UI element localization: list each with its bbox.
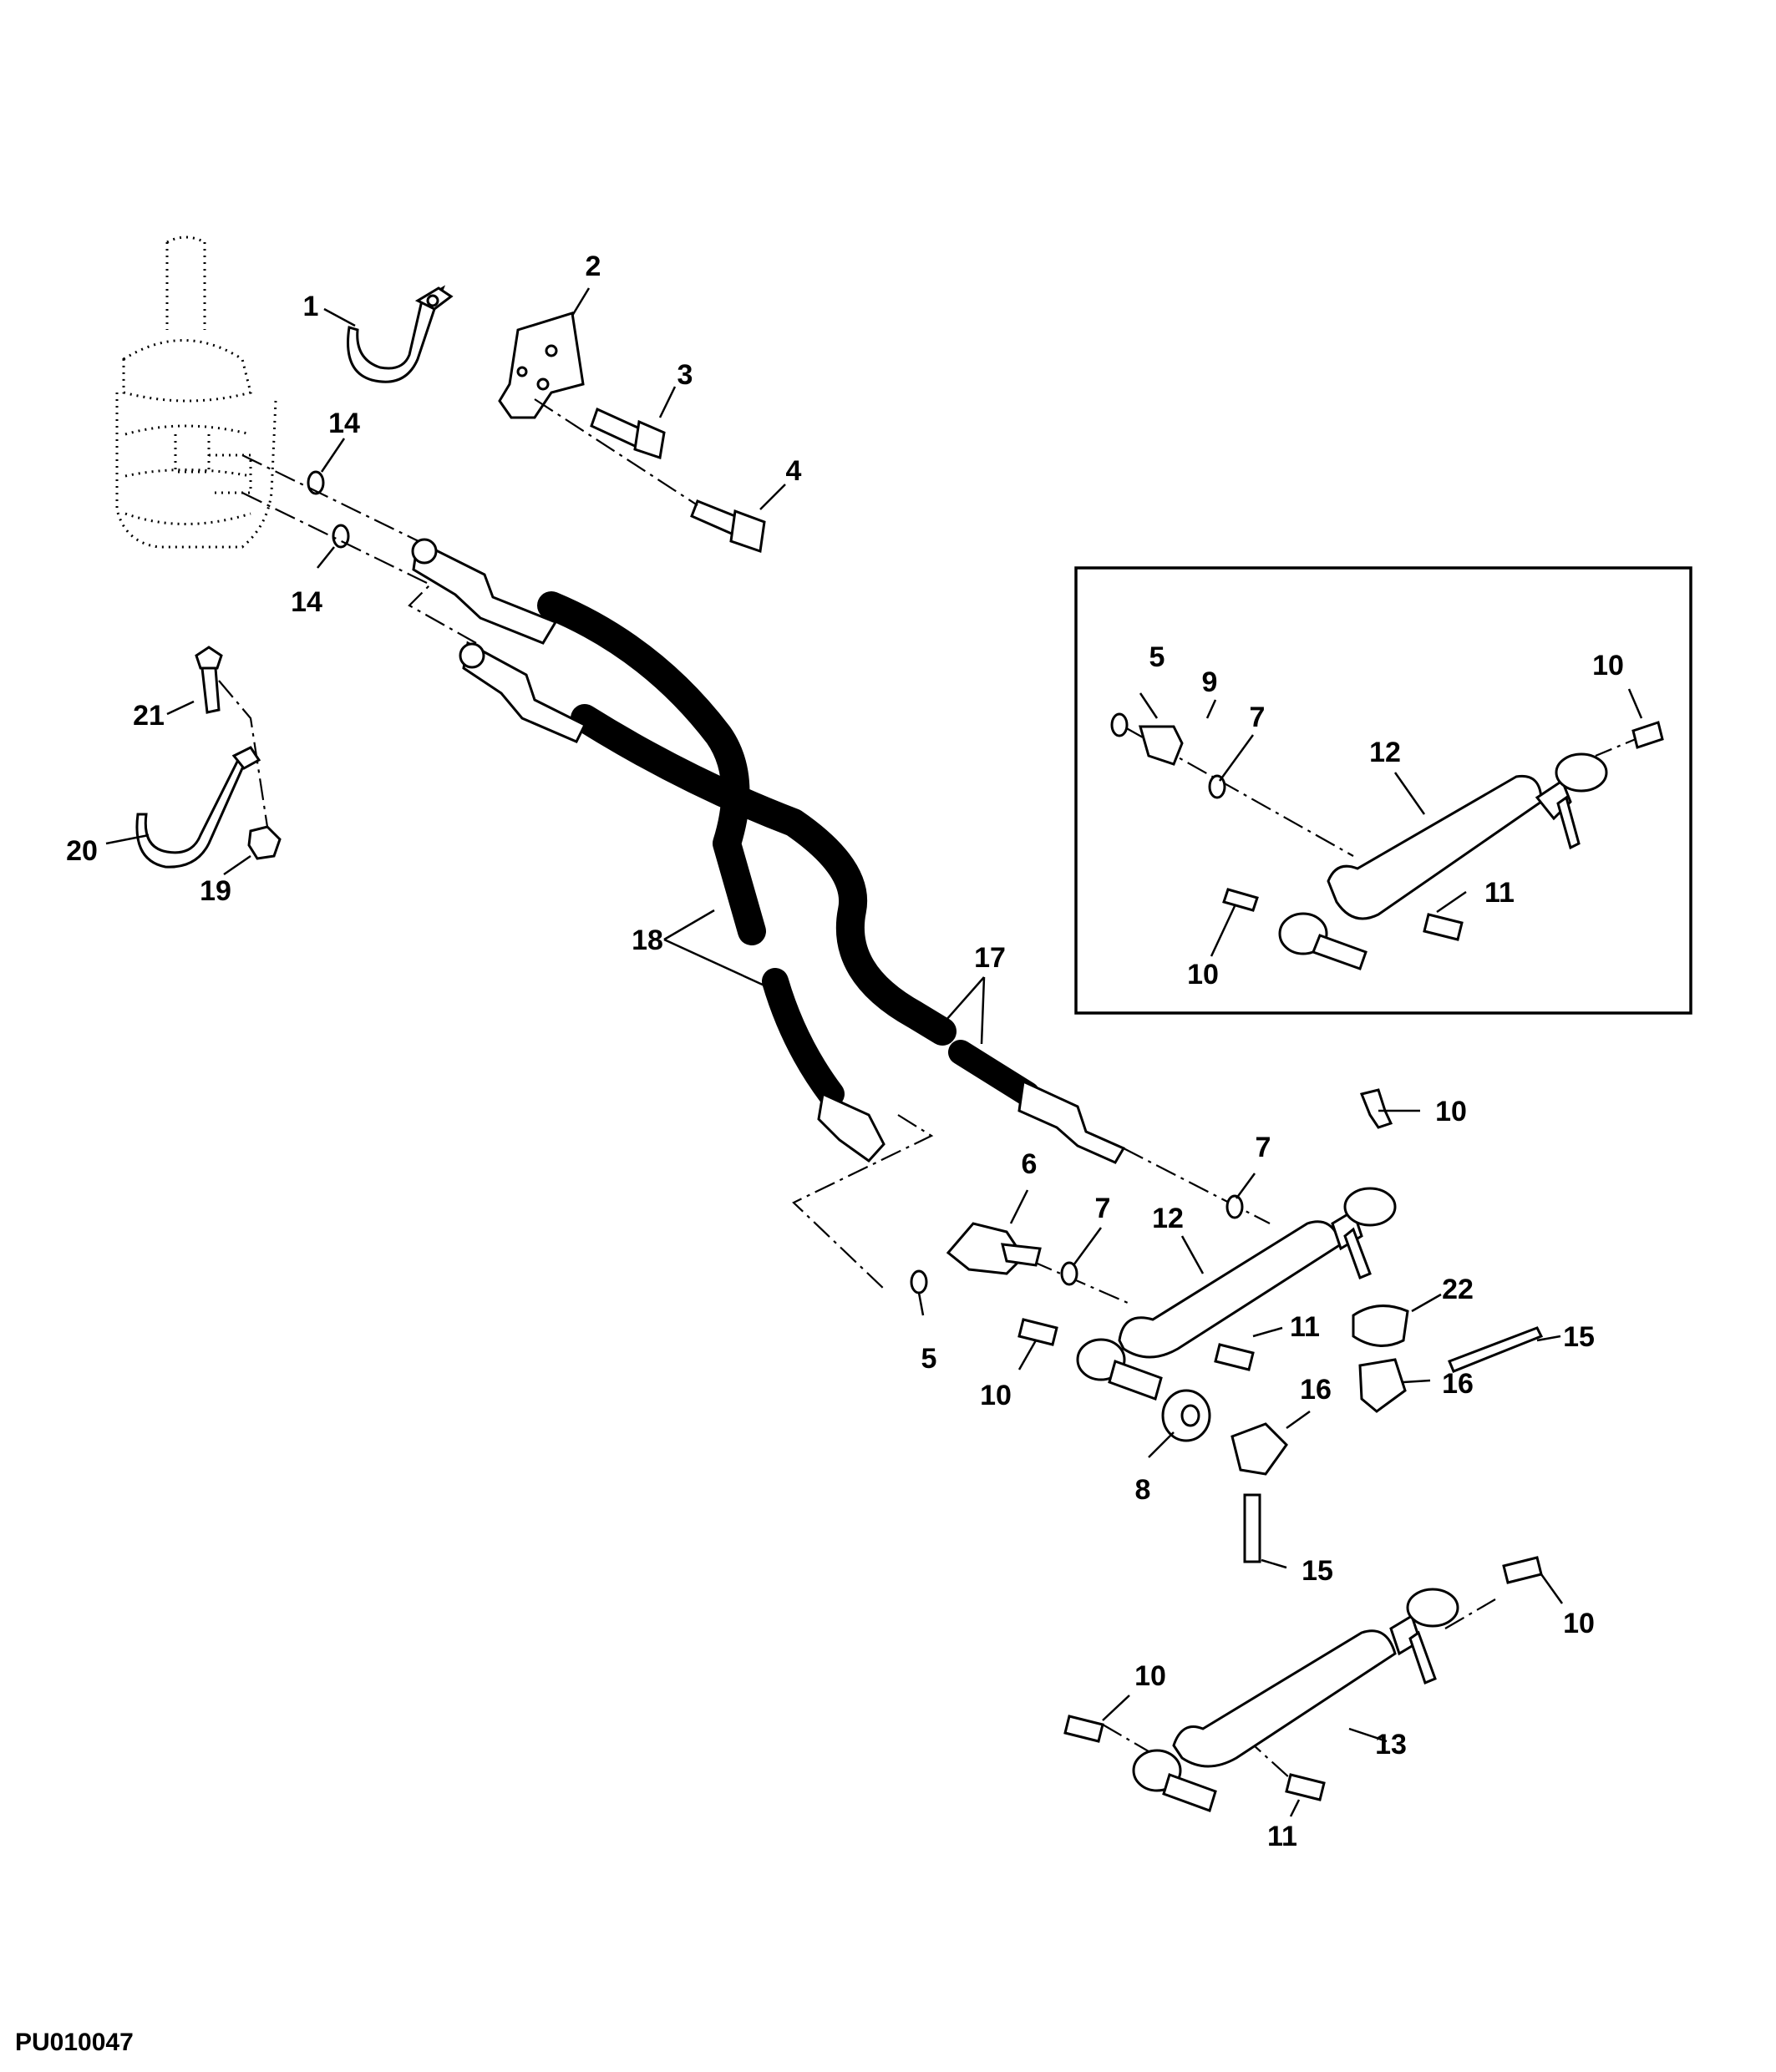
leader-lines — [105, 287, 1643, 1817]
callout-11-main: 11 — [1290, 1311, 1320, 1343]
callout-12: 12 — [1152, 1203, 1184, 1234]
part-4-bolt — [690, 499, 766, 554]
callout-7-left: 7 — [1095, 1193, 1111, 1224]
callout-10-top: 10 — [1435, 1096, 1467, 1127]
callouts: 1 2 3 4 14 14 21 20 19 18 17 5 9 7 10 12… — [66, 251, 1624, 1852]
inset-callout-7: 7 — [1250, 702, 1266, 733]
part-19-nut — [247, 825, 282, 860]
part-12-cylinder — [792, 1114, 1397, 1401]
part-6-elbow-fitting — [946, 1222, 1042, 1275]
part-11-pins — [1214, 1343, 1326, 1801]
part-10-grease-fittings — [1017, 1088, 1543, 1743]
callout-15-bottom: 15 — [1302, 1555, 1333, 1587]
steering-valve-reference-outline — [115, 236, 277, 549]
callout-5: 5 — [921, 1343, 937, 1375]
callout-16-right: 16 — [1442, 1368, 1474, 1400]
callout-17: 17 — [974, 942, 1006, 974]
part-20-clamp — [135, 746, 261, 869]
inset-callout-5: 5 — [1149, 641, 1165, 673]
inset-callout-9: 9 — [1202, 666, 1218, 698]
callout-2: 2 — [586, 251, 601, 282]
callout-3: 3 — [677, 359, 693, 391]
part-14-o-rings — [307, 470, 350, 549]
callout-21: 21 — [133, 700, 165, 732]
part-1-clamp — [347, 285, 454, 383]
part-13-cylinder — [1102, 1588, 1496, 1812]
part-7-o-rings — [1060, 1194, 1244, 1286]
part-15-cotter-pins — [1243, 1326, 1544, 1563]
callout-8: 8 — [1135, 1474, 1151, 1506]
part-2-bracket — [498, 312, 585, 419]
callout-14-top: 14 — [328, 408, 360, 439]
callout-6: 6 — [1022, 1148, 1038, 1180]
figure-id: PU010047 — [15, 2029, 134, 2056]
callout-4: 4 — [786, 455, 802, 487]
callout-18: 18 — [632, 925, 663, 956]
callout-19: 19 — [200, 875, 231, 907]
part-16-castle-nuts — [1231, 1358, 1407, 1476]
assembly-lines-upper — [218, 398, 698, 838]
callout-10-left: 10 — [980, 1380, 1012, 1411]
callout-10-lower-right: 10 — [1563, 1608, 1595, 1639]
hose-18 — [411, 538, 885, 1163]
part-22-washer — [1352, 1304, 1409, 1347]
part-21-bolt — [195, 646, 223, 714]
callout-10-lower-left: 10 — [1134, 1660, 1166, 1692]
inset-callout-11: 11 — [1484, 877, 1515, 909]
inset-callout-10-top: 10 — [1592, 650, 1624, 681]
callout-14-bottom: 14 — [291, 586, 322, 618]
inset-callout-10-bottom: 10 — [1187, 959, 1219, 990]
inset-box — [1074, 566, 1692, 1015]
callout-1: 1 — [303, 291, 319, 322]
callout-13: 13 — [1375, 1729, 1407, 1760]
callout-11-lower: 11 — [1267, 1821, 1297, 1852]
callout-20: 20 — [66, 835, 98, 867]
part-5-o-ring — [910, 1269, 928, 1294]
part-3-bolt — [590, 407, 666, 459]
callout-22: 22 — [1442, 1274, 1474, 1305]
hose-17 — [459, 641, 1126, 1164]
callout-15-right: 15 — [1563, 1321, 1595, 1353]
inset-callout-12: 12 — [1369, 737, 1401, 768]
part-8-washer — [1161, 1389, 1211, 1442]
callout-7-right: 7 — [1256, 1132, 1271, 1163]
callout-16-top: 16 — [1300, 1374, 1332, 1406]
